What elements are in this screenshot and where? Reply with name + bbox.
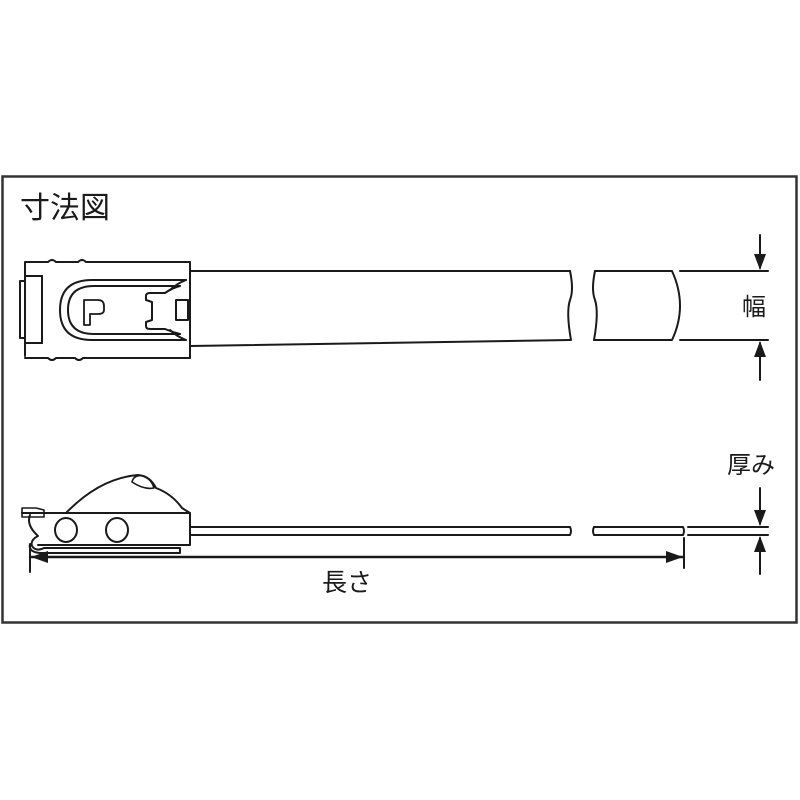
width-arrowhead-down [754,254,766,270]
side-strap [189,526,572,536]
width-arrowhead-up [754,341,766,357]
thickness-arrowhead-down [754,510,766,526]
side-tail-tip [21,507,45,518]
roller-left [54,517,78,543]
head-left-tab [19,280,26,339]
head-u-loop-outer [59,279,187,341]
drawing-title: 寸法図 [20,191,110,226]
p-mark [83,299,105,326]
strap-bottom-edge [189,339,571,347]
side-strap-segment [592,526,685,536]
thickness-label: 厚み [727,451,775,479]
locking-head-outline [24,259,191,361]
length-arrowhead-right [666,551,683,563]
side-view-cable-tie [21,474,769,554]
length-label: 長さ [322,568,373,597]
locking-tongue [145,285,181,335]
side-head-body [21,512,191,546]
strap-segment-right [593,270,681,341]
roller-right [105,517,129,543]
drawing-frame [1,175,798,624]
head-u-loop-inner [67,285,181,335]
side-head-dome [65,474,191,514]
strap-break-right [592,270,598,341]
thickness-arrowhead-up [754,536,766,552]
strap-break-left [567,270,573,341]
head-slot [175,299,189,321]
dome-hump [131,474,155,490]
length-arrowhead-left [31,551,48,563]
top-view-cable-tie [19,259,769,361]
length-dimension [28,537,686,573]
width-label: 幅 [742,293,766,321]
